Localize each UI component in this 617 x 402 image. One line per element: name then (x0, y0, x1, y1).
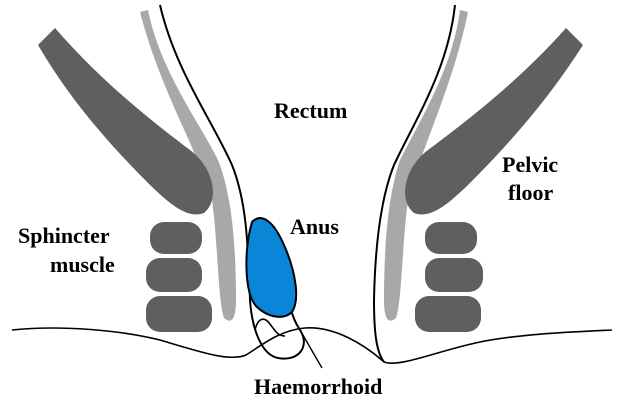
left-sphincter-block-3 (146, 296, 212, 332)
right-sphincter-block-2 (425, 258, 483, 292)
pelvic-floor-label-line1: Pelvic (502, 152, 558, 177)
sphincter-label-line1: Sphincter (18, 223, 110, 248)
fold-shape (255, 319, 285, 336)
left-sphincter-block-1 (150, 222, 202, 254)
haemorrhoid-label: Haemorrhoid (254, 374, 382, 399)
right-sphincter-block-3 (415, 296, 481, 332)
pelvic-floor-label-line2: floor (508, 180, 553, 205)
rectum-label: Rectum (274, 98, 347, 123)
sphincter-label-line2: muscle (50, 252, 115, 277)
right-sphincter-block-1 (425, 222, 477, 254)
haemorrhoid-shape (246, 218, 296, 317)
anus-label: Anus (290, 214, 339, 239)
skin-line (12, 328, 612, 363)
left-sphincter-block-2 (146, 258, 202, 292)
